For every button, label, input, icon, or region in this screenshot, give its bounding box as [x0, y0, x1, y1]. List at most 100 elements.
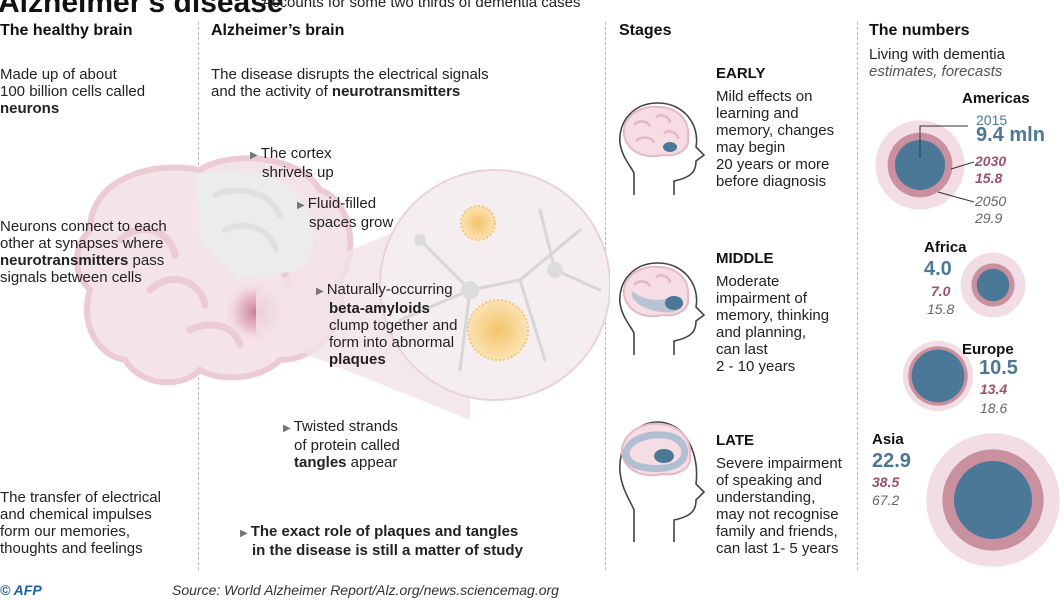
healthy-p3-line3: form our memories,: [0, 523, 131, 540]
alz-cortex-line2: shrivels up: [262, 164, 334, 181]
healthy-brain-header: The healthy brain: [0, 22, 133, 39]
leader-line-2030: [950, 161, 975, 170]
alz-intro-bold: neurotransmitters: [331, 83, 461, 100]
healthy-brain-impulse-text: The transfer of electrical and chemical …: [0, 489, 196, 557]
alz-fluid-line2: spaces grow: [309, 214, 394, 231]
brain-illustration: [73, 155, 610, 420]
healthy-p3-line1: The transfer of electrical: [0, 489, 161, 506]
stage-early-text: Mild effects on learning and memory, cha…: [716, 88, 834, 190]
pointer-arrow-icon: ▶: [316, 286, 324, 297]
stage-late-line: can last 1- 5 years: [716, 540, 839, 557]
alz-amyloid-line4: form into abnormal: [329, 334, 455, 351]
alz-tangle-line3: appear: [346, 454, 398, 471]
africa-2015-value: 4.0: [924, 258, 952, 280]
alz-intro-line2: and the activity of: [211, 83, 332, 100]
numbers-subheader: Living with dementia: [869, 46, 1005, 63]
leader-line-2050: [937, 191, 975, 203]
page-title: Alzheimer's disease: [0, 0, 284, 19]
alz-cortex-text: ▶The cortex shrivels up: [250, 145, 334, 181]
region-africa-name: Africa: [924, 239, 967, 256]
region-asia-name: Asia: [872, 431, 904, 448]
source-note: Source: World Alzheimer Report/Alz.org/n…: [172, 582, 559, 598]
alz-amyloid-bold2: plaques: [329, 351, 386, 368]
alz-amyloid-line3: clump together and: [329, 317, 458, 334]
alz-amyloid-line1: Naturally-occurring: [326, 281, 453, 298]
stage-late-line: understanding,: [716, 489, 816, 506]
stage-early-line: may begin: [716, 139, 786, 156]
alz-cortex-line1: The cortex: [260, 145, 332, 162]
healthy-brain-synapse-text: Neurons connect to each other at synapse…: [0, 218, 196, 286]
asia-2015-value: 22.9: [872, 450, 911, 472]
stage-early-line: 20 years or more: [716, 156, 830, 173]
stage-middle-line: memory, thinking: [716, 307, 830, 324]
numbers-subheader-italic: estimates, forecasts: [869, 63, 1003, 80]
alz-tangle-line2: of protein called: [294, 437, 400, 454]
pointer-arrow-icon: ▶: [250, 150, 258, 161]
alz-study-line2: in the disease is still a matter of stud…: [252, 542, 523, 559]
afp-logo: © AFP: [0, 582, 42, 598]
alz-tangle-bold: tangles: [294, 454, 347, 471]
healthy-p1-line1: Made up of about: [0, 66, 117, 83]
stage-middle-line: 2 - 10 years: [716, 358, 796, 375]
stage-late-line: Severe impairment: [716, 455, 842, 472]
pointer-arrow-icon: ▶: [297, 200, 305, 211]
bubble-americas-2015: [895, 140, 945, 190]
americas-2015-label: 2015: [976, 112, 1008, 128]
bubble-europe-2015: [911, 349, 965, 403]
pointer-arrow-icon: ▶: [240, 528, 248, 539]
healthy-p3-line2: and chemical impulses: [0, 506, 152, 523]
africa-2050-value: 15.8: [927, 301, 955, 317]
alz-tangle-line1: Twisted strands: [293, 418, 398, 435]
stage-middle-line: impairment of: [716, 290, 807, 307]
numbers-header: The numbers: [869, 22, 970, 39]
americas-2030-label: 2030: [975, 153, 1007, 169]
stage-early-line: before diagnosis: [716, 173, 827, 190]
americas-2030-value: 15.8: [975, 170, 1003, 186]
alz-fluid-line1: Fluid-filled: [307, 195, 377, 212]
stage-early-line: learning and: [716, 105, 799, 122]
stage-late-text: Severe impairment of speaking and unders…: [716, 455, 842, 557]
healthy-p2-line3: pass: [128, 252, 165, 269]
alzheimers-brain-header: Alzheimer’s brain: [211, 22, 345, 39]
pointer-arrow-icon: ▶: [283, 423, 291, 434]
leader-line-2015: [919, 125, 968, 158]
stage-late-title: LATE: [716, 432, 755, 449]
healthy-p2-line4: signals between cells: [0, 269, 142, 286]
stage-late-line: family and friends,: [716, 523, 838, 540]
healthy-brain-neurons-text: Made up of about 100 billion cells calle…: [0, 66, 192, 117]
asia-2030-value: 38.5: [872, 474, 900, 490]
healthy-p1-line2: 100 billion cells called: [0, 83, 146, 100]
alz-study-text: ▶The exact role of plaques and tangles i…: [240, 523, 523, 559]
page-subtitle: Accounts for some two thirds of dementia…: [262, 0, 581, 11]
region-europe-name: Europe: [962, 341, 1014, 358]
stage-late-line: of speaking and: [716, 472, 822, 489]
europe-2050-value: 18.6: [980, 400, 1008, 416]
alz-intro-text: The disease disrupts the electrical sign…: [211, 66, 601, 100]
alz-study-line1: The exact role of plaques and tangles: [250, 523, 519, 540]
region-americas-name: Americas: [962, 90, 1030, 107]
alz-intro-line1: The disease disrupts the electrical sign…: [211, 66, 489, 83]
stage-early-line: Mild effects on: [716, 88, 813, 105]
alz-fluid-text: ▶Fluid-filled spaces grow: [297, 195, 393, 231]
head-late-icon: [619, 421, 706, 542]
stage-early-line: memory, changes: [716, 122, 835, 139]
dementia-bubble-chart: [875, 120, 1060, 567]
column-divider-3: [857, 22, 858, 570]
head-middle-icon: [619, 262, 706, 355]
americas-2050-value: 29.9: [975, 210, 1003, 226]
alz-tangle-text: ▶Twisted strands of protein called tangl…: [283, 418, 400, 471]
healthy-p2-line2: other at synapses where: [0, 235, 164, 252]
americas-2015-value: 9.4 mln: [976, 124, 1045, 146]
head-early-icon: [619, 102, 706, 195]
stage-late-line: may not recognise: [716, 506, 839, 523]
stage-middle-line: can last: [716, 341, 768, 358]
europe-2015-value: 10.5: [979, 357, 1018, 379]
americas-2050-label: 2050: [975, 193, 1007, 209]
europe-2030-value: 13.4: [980, 381, 1008, 397]
stages-header: Stages: [619, 22, 672, 39]
bubble-asia-2015: [954, 461, 1032, 539]
healthy-p3-line4: thoughts and feelings: [0, 540, 143, 557]
stage-early-title: EARLY: [716, 65, 766, 82]
alz-amyloid-text: ▶Naturally-occurring beta-amyloids clump…: [316, 281, 457, 368]
stage-middle-text: Moderate impairment of memory, thinking …: [716, 273, 829, 375]
